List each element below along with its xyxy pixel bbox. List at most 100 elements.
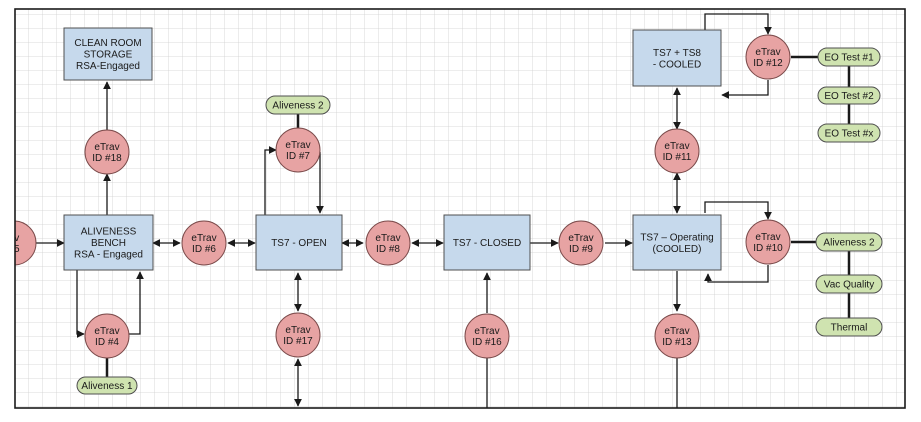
box-ts7-ts8-cooled-label-0: TS7 + TS8 <box>653 48 701 59</box>
test-eo-test-2: EO Test #2 <box>817 86 881 105</box>
traveler-etrav-17-label-0: eTrav <box>285 325 310 336</box>
connector-bench-etrav4 <box>76 270 85 338</box>
test-pills: Aliveness 1 Aliveness 2 EO Test #1 EO Test … <box>76 47 883 395</box>
connector-operating-etrav10 <box>704 201 772 220</box>
test-aliveness-2-top-label: Aliveness 2 <box>272 101 324 112</box>
traveler-etrav-18-label-0: eTrav <box>94 142 119 153</box>
traveler-etrav-4-label-0: eTrav <box>94 326 119 337</box>
test-aliveness-2-top: Aliveness 2 <box>265 95 331 115</box>
traveler-etrav-9-label-1: ID #9 <box>569 244 593 255</box>
connector-open-etrav7 <box>264 146 277 215</box>
connector-cooled-etrav12 <box>704 13 772 35</box>
box-clean-room-storage-label-0: CLEAN ROOM <box>74 38 141 49</box>
test-vac-quality-shape <box>815 274 883 294</box>
box-ts7-closed: TS7 - CLOSED <box>443 214 531 271</box>
traveler-etrav-16-label-0: eTrav <box>474 326 499 337</box>
connector-etrav12-cooled <box>721 80 769 99</box>
traveler-etrav-5: av#5 <box>8 220 37 266</box>
test-thermal-shape <box>815 317 883 337</box>
box-aliveness-bench-label-1: BENCH <box>91 238 126 249</box>
test-eo-test-1-shape <box>817 47 881 67</box>
traveler-etrav-12-shape <box>745 34 791 80</box>
connector-etrav4-bench <box>129 271 144 335</box>
box-ts7-closed-label-0: TS7 - CLOSED <box>453 238 521 249</box>
traveler-etrav-13-shape <box>654 313 700 359</box>
traveler-etrav-12-label-0: eTrav <box>755 47 780 58</box>
test-eo-test-1-label: EO Test #1 <box>824 53 874 64</box>
box-aliveness-bench-shape <box>63 214 154 271</box>
traveler-etrav-10-label-0: eTrav <box>755 232 780 243</box>
box-clean-room-storage-shape <box>63 27 153 81</box>
test-aliveness-2-right-label: Aliveness 2 <box>823 238 875 249</box>
diagram-frame <box>14 8 906 409</box>
box-ts7-operating-label-0: TS7 – Operating <box>640 232 713 243</box>
test-eo-test-2-shape <box>817 86 881 105</box>
box-ts7-operating-shape <box>632 214 722 271</box>
test-aliveness-1-label: Aliveness 1 <box>81 381 133 392</box>
traveler-etrav-18-shape <box>84 129 130 175</box>
traveler-etrav-5-label-0: av <box>9 233 20 244</box>
test-eo-test-1: EO Test #1 <box>817 47 881 67</box>
traveler-etrav-7-label-1: ID #7 <box>286 151 310 162</box>
traveler-etrav-7-shape <box>275 127 321 173</box>
box-aliveness-bench-label-0: ALIVENESS <box>81 227 137 238</box>
test-aliveness-2-right: Aliveness 2 <box>815 232 883 252</box>
traveler-etrav-18-label-1: ID #18 <box>92 153 122 164</box>
test-eo-test-2-label: EO Test #2 <box>824 91 874 102</box>
test-thermal: Thermal <box>815 317 883 337</box>
traveler-etrav-17-label-1: ID #17 <box>283 336 313 347</box>
box-aliveness-bench-label-2: RSA - Engaged <box>74 250 143 261</box>
traveler-etrav-10-shape <box>745 219 791 265</box>
traveler-etrav-7-label-0: eTrav <box>285 140 310 151</box>
box-ts7-ts8-cooled-shape <box>632 29 722 87</box>
box-ts7-open: TS7 - OPEN <box>255 214 343 271</box>
box-clean-room-storage-label-2: RSA-Engaged <box>76 61 140 72</box>
traveler-etrav-9-shape <box>558 220 604 266</box>
test-eo-test-x: EO Test #x <box>817 123 881 143</box>
box-ts7-open-label-0: TS7 - OPEN <box>271 238 327 249</box>
test-aliveness-2-right-shape <box>815 232 883 252</box>
box-clean-room-storage-label-1: STORAGE <box>84 50 133 61</box>
traveler-etrav-5-label-1: #5 <box>8 244 20 255</box>
traveler-etrav-13-label-0: eTrav <box>664 326 689 337</box>
traveler-etrav-11-label-1: ID #11 <box>663 152 692 163</box>
traveler-etrav-17-shape <box>275 312 321 358</box>
traveler-etrav-8-shape <box>365 220 411 266</box>
test-thermal-label: Thermal <box>831 323 868 334</box>
traveler-etrav-4-shape <box>84 313 130 359</box>
test-vac-quality-label: Vac Quality <box>824 280 874 291</box>
box-ts7-ts8-cooled: TS7 + TS8- COOLED <box>632 29 722 87</box>
connector-lines <box>36 13 851 408</box>
box-ts7-operating-label-1: (COOLED) <box>653 244 702 255</box>
connector-etrav10-operating <box>704 265 769 283</box>
traveler-etrav-11-shape <box>654 128 700 174</box>
box-ts7-operating: TS7 – Operating(COOLED) <box>632 214 722 271</box>
test-aliveness-1-shape <box>76 376 138 395</box>
box-ts7-ts8-cooled-label-1: - COOLED <box>653 59 701 70</box>
traveler-etrav-6-shape <box>181 220 227 266</box>
traveler-etrav-10-label-1: ID #10 <box>753 243 783 254</box>
test-aliveness-2-top-shape <box>265 95 331 115</box>
traveler-etrav-16-shape <box>464 313 510 359</box>
test-aliveness-1: Aliveness 1 <box>76 376 138 395</box>
traveler-etrav-13-label-1: ID #13 <box>662 337 692 348</box>
traveler-etrav-6-label-0: eTrav <box>191 233 216 244</box>
state-boxes: CLEAN ROOMSTORAGERSA-EngagedALIVENESSBEN… <box>63 27 722 271</box>
box-ts7-open-shape <box>255 214 343 271</box>
